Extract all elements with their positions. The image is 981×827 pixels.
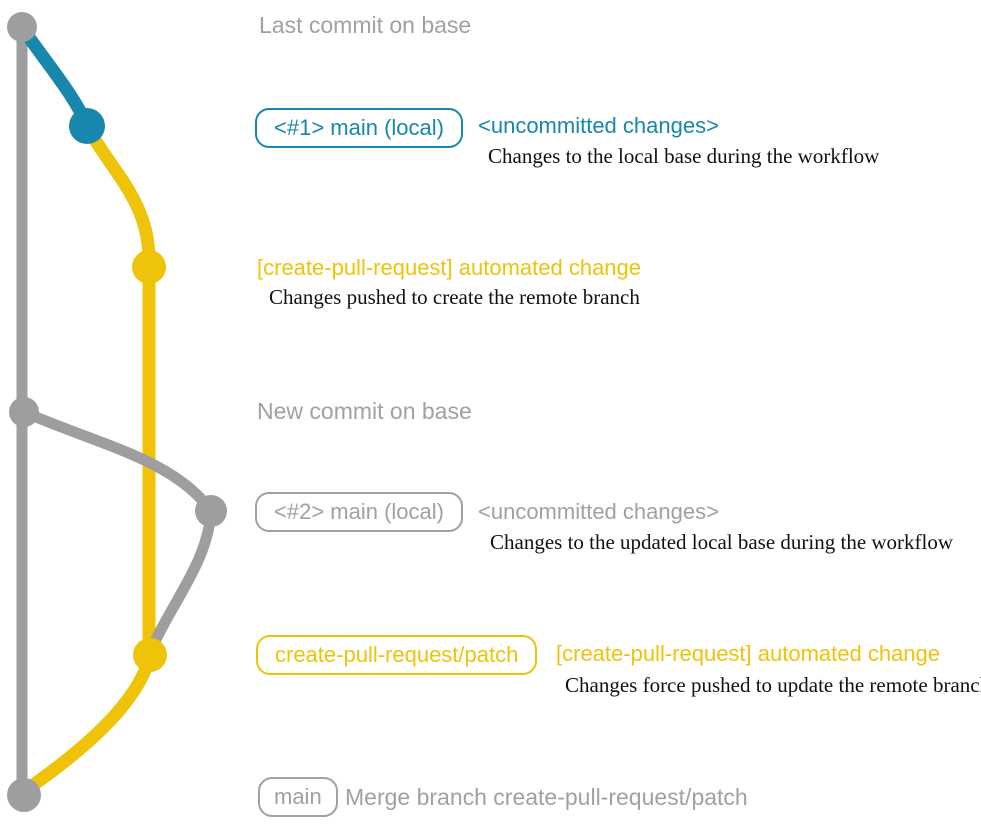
commit-dot-merge bbox=[7, 778, 41, 812]
commit-dot-last-base bbox=[7, 12, 37, 42]
git-graph bbox=[7, 12, 227, 812]
commit-dot-new-base bbox=[9, 397, 39, 427]
branch-badge-main-local-1: <#1> main (local) bbox=[255, 108, 463, 148]
commit-desc-automated-1: Changes pushed to create the remote bran… bbox=[269, 285, 640, 309]
annotation-new-commit: New commit on base bbox=[257, 398, 472, 424]
commit-dot-pr-2 bbox=[133, 638, 167, 672]
annotation-merge-commit: Merge branch create-pull-request/patch bbox=[345, 784, 748, 810]
commit-title-automated-1: [create-pull-request] automated change bbox=[257, 255, 642, 280]
commit-dot-local-2 bbox=[195, 495, 227, 527]
commit-desc-automated-2: Changes force pushed to update the remot… bbox=[565, 673, 981, 697]
commit-title-uncommitted-1: <uncommitted changes> bbox=[478, 113, 719, 138]
branch-badge-main-local-2: <#2> main (local) bbox=[255, 492, 463, 532]
commit-title-automated-2: [create-pull-request] automated change bbox=[556, 641, 941, 666]
pr-branch-line bbox=[80, 119, 156, 662]
commit-title-uncommitted-2: <uncommitted changes> bbox=[478, 499, 719, 524]
merge-line bbox=[19, 648, 157, 797]
rebased-local-branch-line bbox=[18, 406, 217, 656]
branch-badge-main: main bbox=[258, 777, 338, 817]
commit-dot-local-1 bbox=[69, 108, 105, 144]
branch-badge-pr-patch: create-pull-request/patch bbox=[256, 635, 538, 675]
annotation-last-commit: Last commit on base bbox=[259, 12, 472, 38]
commit-desc-uncommitted-2: Changes to the updated local base during… bbox=[490, 530, 954, 554]
commit-dot-pr-1 bbox=[132, 250, 166, 284]
commit-desc-uncommitted-1: Changes to the local base during the wor… bbox=[488, 144, 880, 168]
